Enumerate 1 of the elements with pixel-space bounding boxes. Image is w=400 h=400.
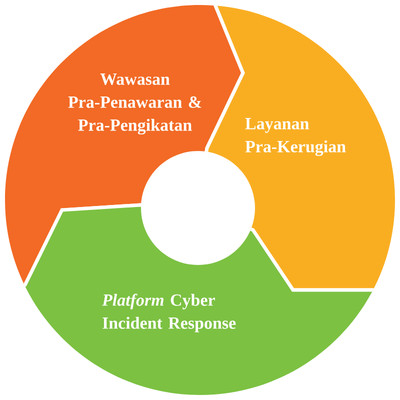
ring-segment: Platform Cyber Incident Response [5, 203, 395, 395]
